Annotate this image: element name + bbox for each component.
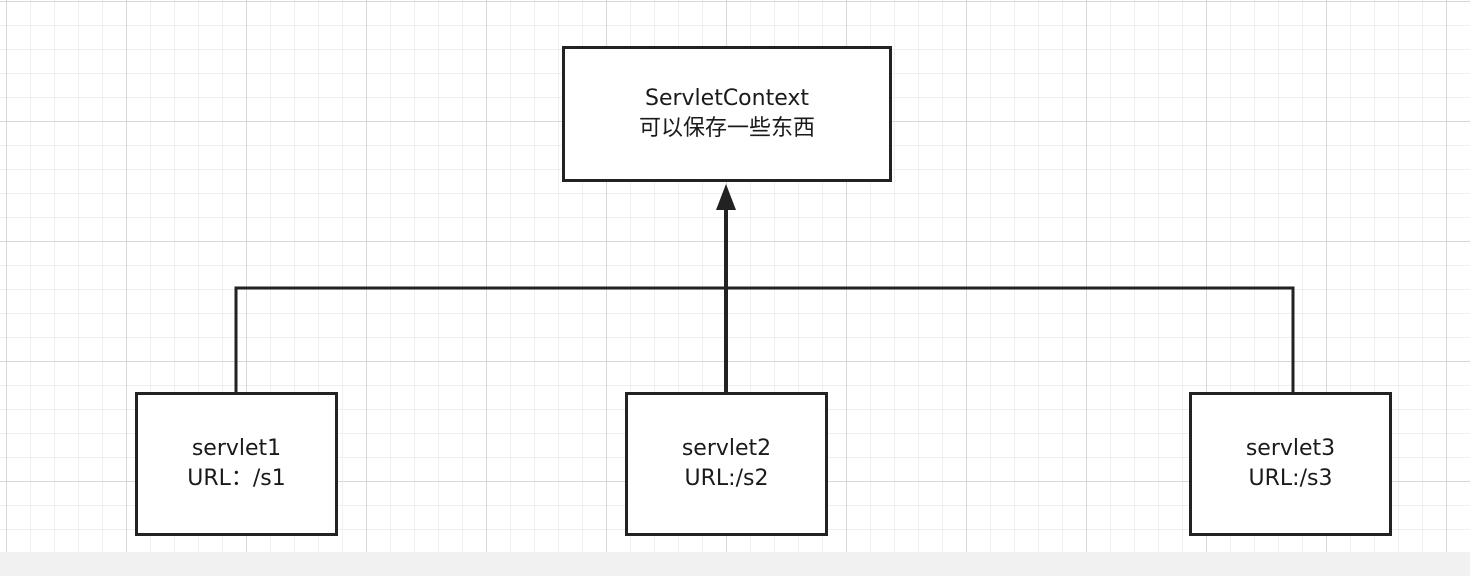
- node-url: URL:/s3: [1248, 466, 1333, 491]
- node-title: ServletContext: [644, 86, 810, 111]
- diagram-canvas: ServletContext 可以保存一些东西 servlet1 URL：/s1…: [0, 0, 1470, 552]
- node-title: servlet1: [191, 436, 282, 461]
- edge-s3-to-context: [726, 286, 1295, 392]
- servlet1-node[interactable]: servlet1 URL：/s1: [135, 392, 338, 536]
- node-url: URL:/s2: [684, 466, 769, 491]
- bottom-bar: [0, 552, 1470, 576]
- connector-layer: [234, 184, 1295, 392]
- node-title: servlet3: [1245, 436, 1336, 461]
- arrowhead-icon: [716, 184, 736, 210]
- edge-s1-to-context: [234, 286, 726, 392]
- servlet-context-node[interactable]: ServletContext 可以保存一些东西: [562, 46, 892, 182]
- servlet3-node[interactable]: servlet3 URL:/s3: [1189, 392, 1392, 536]
- node-subtitle: 可以保存一些东西: [638, 116, 815, 141]
- servlet2-node[interactable]: servlet2 URL:/s2: [625, 392, 828, 536]
- node-title: servlet2: [681, 436, 772, 461]
- node-url: URL：/s1: [187, 466, 286, 491]
